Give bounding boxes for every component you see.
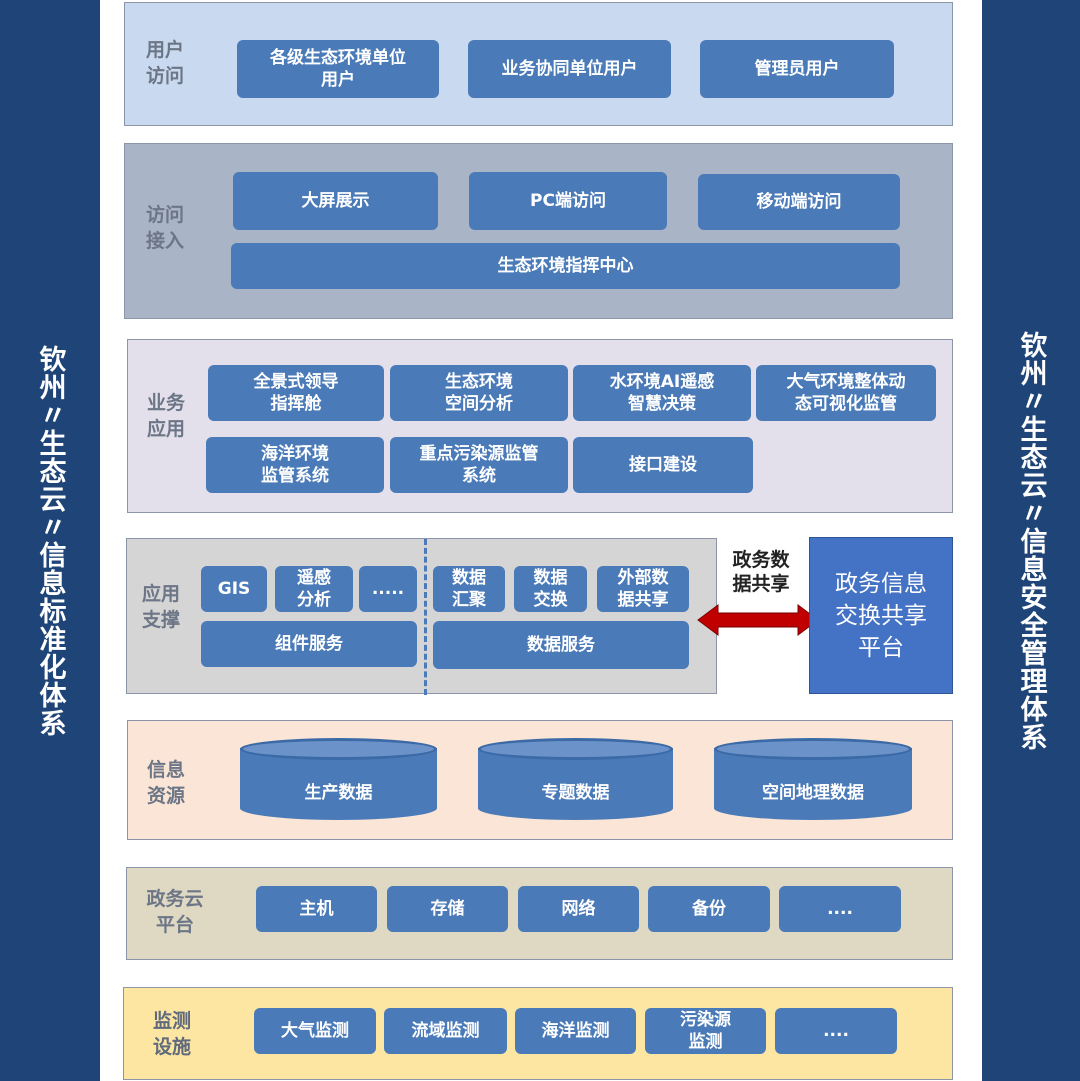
data-box-exchange: 数据 交换: [514, 566, 587, 612]
monitor-box-watershed: 流域监测: [384, 1008, 507, 1054]
access-box-mobile: 移动端访问: [698, 174, 900, 230]
database-thematic-label: 专题数据: [541, 782, 610, 803]
user-box-coop-units: 业务协同单位用户: [468, 40, 671, 98]
standardization-system-label: 钦州〃生态云〃信息标准化体系: [34, 344, 66, 737]
cloud-box-more: ....: [779, 886, 901, 932]
database-spatial: 空间地理数据: [714, 738, 912, 820]
monitor-box-pollution-source: 污染源 监测: [645, 1008, 766, 1054]
security-system-label: 钦州〃生态云〃信息安全管理体系: [1015, 330, 1047, 751]
app-box-ocean: 海洋环境 监管系统: [206, 437, 384, 493]
monitoring-layer: 监测 设施 大气监测 流域监测 海洋监测 污染源 监测 ....: [123, 987, 953, 1080]
support-box-remote-sensing: 遥感 分析: [275, 566, 353, 612]
left-side-bar: 钦州〃生态云〃信息标准化体系: [0, 0, 100, 1081]
app-box-spatial-analysis: 生态环境 空间分析: [390, 365, 568, 421]
support-box-more: .....: [359, 566, 417, 612]
access-entry-layer: 访问 接入 大屏展示 PC端访问 移动端访问 生态环境指挥中心: [124, 143, 953, 319]
database-spatial-label: 空间地理数据: [762, 782, 864, 803]
app-box-water-ai: 水环境AI遥感 智慧决策: [573, 365, 751, 421]
business-app-layer: 业务 应用 全景式领导 指挥舱 生态环境 空间分析 水环境AI遥感 智慧决策 大…: [127, 339, 953, 513]
cloud-box-storage: 存储: [387, 886, 508, 932]
database-thematic: 专题数据: [478, 738, 673, 820]
user-box-eco-units: 各级生态环境单位 用户: [237, 40, 439, 98]
business-app-label: 业务 应用: [146, 392, 185, 440]
support-divider: [424, 539, 427, 695]
monitor-box-ocean: 海洋监测: [515, 1008, 636, 1054]
right-side-bar: 钦州〃生态云〃信息安全管理体系: [982, 0, 1080, 1081]
data-box-aggregation: 数据 汇聚: [433, 566, 505, 612]
user-box-admin: 管理员用户: [700, 40, 894, 98]
database-production: 生产数据: [240, 738, 437, 820]
monitoring-label: 监测 设施: [152, 1010, 191, 1058]
app-box-interface: 接口建设: [573, 437, 753, 493]
bidirectional-arrow-icon: [697, 604, 819, 636]
gov-cloud-layer: 政务云 平台 主机 存储 网络 备份 ....: [126, 867, 953, 960]
access-box-big-screen: 大屏展示: [233, 172, 438, 230]
info-resources-label: 信息 资源: [146, 759, 185, 807]
user-access-layer: 用户 访问 各级生态环境单位 用户 业务协同单位用户 管理员用户: [124, 2, 953, 126]
app-support-label: 应用 支撑: [141, 583, 180, 631]
component-service-box: 组件服务: [201, 621, 417, 667]
database-production-label: 生产数据: [304, 782, 373, 803]
access-entry-label: 访问 接入: [145, 204, 184, 252]
arrow-label: 政务数 据共享: [732, 549, 790, 595]
monitor-box-air: 大气监测: [254, 1008, 376, 1054]
app-support-layer: 应用 支撑 GIS 遥感 分析 ..... 组件服务 数据 汇聚 数据 交换 外…: [126, 538, 717, 695]
cloud-box-network: 网络: [518, 886, 639, 932]
gov-cloud-label: 政务云 平台: [146, 888, 204, 936]
app-box-pollution-source: 重点污染源监管 系统: [390, 437, 568, 493]
cloud-box-backup: 备份: [648, 886, 770, 932]
monitor-box-more: ....: [775, 1008, 897, 1054]
command-center-box: 生态环境指挥中心: [231, 243, 900, 289]
app-box-air-monitoring: 大气环境整体动 态可视化监管: [756, 365, 936, 421]
user-access-label: 用户 访问: [145, 39, 184, 87]
data-service-box: 数据服务: [433, 621, 689, 669]
data-box-external-sharing: 外部数 据共享: [597, 566, 689, 612]
gov-exchange-platform: 政务信息 交换共享 平台: [809, 537, 953, 694]
access-box-pc: PC端访问: [469, 172, 667, 230]
info-resources-layer: 信息 资源 生产数据 专题数据 空间地理数据: [127, 720, 953, 840]
support-box-gis: GIS: [201, 566, 267, 612]
app-box-leader-cockpit: 全景式领导 指挥舱: [208, 365, 384, 421]
cloud-box-host: 主机: [256, 886, 377, 932]
